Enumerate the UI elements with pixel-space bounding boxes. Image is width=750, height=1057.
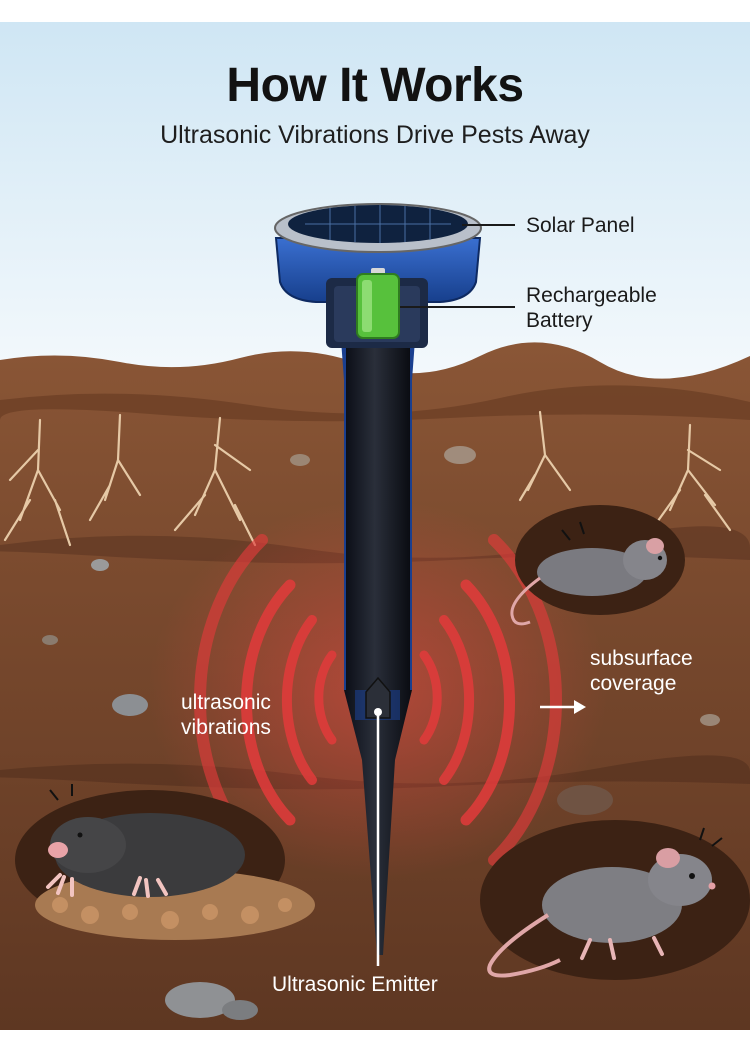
battery-label-line1: Rechargeable	[526, 284, 657, 307]
rat-icon	[480, 820, 750, 980]
battery-icon	[356, 268, 400, 339]
mole-icon	[15, 784, 315, 940]
solar-panel-label: Solar Panel	[526, 214, 635, 237]
top-margin	[0, 0, 750, 22]
page-title: How It Works	[226, 59, 524, 112]
coverage-label-line2: coverage	[590, 672, 677, 695]
vibrations-label-line1: ultrasonic	[181, 691, 271, 714]
soil-layer	[0, 385, 750, 422]
root-icon	[3, 410, 732, 547]
vibrations-label-line2: vibrations	[181, 716, 271, 739]
emitter-label: Ultrasonic Emitter	[272, 973, 438, 996]
solar-grid	[305, 205, 451, 243]
leader-lines	[400, 224, 515, 308]
battery-label-line2: Battery	[526, 309, 593, 332]
mouse-icon	[510, 505, 685, 626]
coverage-arrow	[540, 700, 586, 714]
page-subtitle: Ultrasonic Vibrations Drive Pests Away	[160, 121, 590, 149]
coverage-label-line1: subsurface	[590, 647, 693, 670]
bottom-margin	[0, 1030, 750, 1057]
emitter-point	[374, 708, 382, 716]
